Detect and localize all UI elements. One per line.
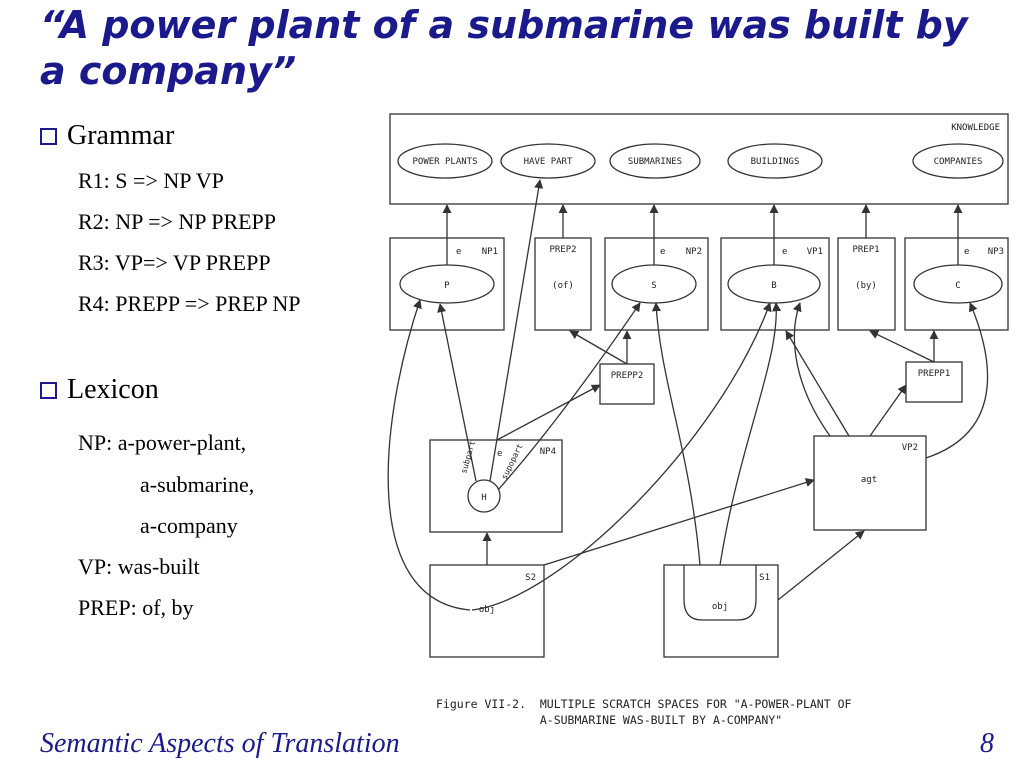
np1-tag: NP1 <box>482 247 498 257</box>
grammar-rule: R4: PREPP => PREP NP <box>78 291 301 316</box>
lexicon-heading: Lexicon <box>40 374 159 406</box>
lexicon-line: VP: was-built <box>78 554 200 579</box>
node-h-label: H <box>481 493 486 503</box>
concept-label: POWER PLANTS <box>412 157 477 167</box>
np4-e: e <box>497 449 502 459</box>
vp1-e: e <box>782 247 787 257</box>
page-number: 8 <box>980 728 994 759</box>
np4-box <box>429 439 563 533</box>
vp2-role: agt <box>861 475 877 485</box>
node-b-label: B <box>771 281 776 291</box>
np2-e: e <box>660 247 665 257</box>
lexicon-line: PREP: of, by <box>78 595 194 620</box>
s1-obj-loop <box>683 565 757 621</box>
prep1-word: (by) <box>855 281 877 291</box>
prep2-word: (of) <box>552 281 574 291</box>
square-bullet-icon <box>40 127 57 145</box>
lexicon-line: NP: a-power-plant, <box>78 430 247 455</box>
np3-box <box>904 237 1009 331</box>
prepp2-label: PREPP2 <box>611 371 644 381</box>
grammar-rule: R3: VP=> VP PREPP <box>78 250 271 275</box>
figure-caption: Figure VII-2. MULTIPLE SCRATCH SPACES FO… <box>436 696 996 728</box>
square-bullet-icon <box>40 381 57 399</box>
grammar-rule: R1: S => NP VP <box>78 168 224 193</box>
prep2-tag: PREP2 <box>549 245 576 255</box>
vp1-tag: VP1 <box>807 247 823 257</box>
np2-tag: NP2 <box>686 247 702 257</box>
np4-tag: NP4 <box>540 447 556 457</box>
concept-submarines <box>609 143 701 179</box>
prep1-tag: PREP1 <box>852 245 879 255</box>
prepp2-box <box>599 363 655 405</box>
concept-label: BUILDINGS <box>751 157 800 167</box>
concept-label: COMPANIES <box>934 157 983 167</box>
lexicon-heading-text: Lexicon <box>67 374 159 405</box>
caption-line: A-SUBMARINE WAS-BUILT BY A-COMPANY" <box>436 713 783 727</box>
lexicon-line: a-submarine, <box>140 472 255 497</box>
concept-have-part <box>500 143 596 179</box>
s2-tag: S2 <box>525 573 536 583</box>
slide-title: “A power plant of a submarine was built … <box>40 3 968 93</box>
node-c-label: C <box>955 281 960 291</box>
concept-buildings <box>727 143 823 179</box>
prepp1-label: PREPP1 <box>918 369 951 379</box>
node-p-label: P <box>444 281 450 291</box>
caption-line: Figure VII-2. MULTIPLE SCRATCH SPACES FO… <box>436 697 852 711</box>
subpart-label: subpart <box>459 439 477 474</box>
concept-companies <box>912 143 1004 179</box>
prepp1-box <box>905 361 963 403</box>
lexicon-line: a-company <box>140 513 238 538</box>
knowledge-box <box>389 113 1009 205</box>
np1-e: e <box>456 247 461 257</box>
concept-power-plants <box>397 143 493 179</box>
node-s-label: S <box>651 281 656 291</box>
concept-label: HAVE PART <box>524 157 573 167</box>
concept-label: SUBMARINES <box>628 157 682 167</box>
s2-role: obj <box>479 605 495 615</box>
node-h <box>467 479 501 513</box>
slide-footer: Semantic Aspects of Translation <box>40 728 400 759</box>
s1-role: obj <box>712 602 728 612</box>
knowledge-label: KNOWLEDGE <box>951 123 1000 133</box>
s1-box <box>663 564 779 658</box>
supopart-label: supopart <box>500 442 525 481</box>
s1-tag: S1 <box>759 573 770 583</box>
vp2-tag: VP2 <box>902 443 918 453</box>
grammar-heading-text: Grammar <box>67 120 175 151</box>
np3-tag: NP3 <box>988 247 1004 257</box>
grammar-heading: Grammar <box>40 120 174 152</box>
np2-box <box>604 237 709 331</box>
np3-e: e <box>964 247 969 257</box>
grammar-rule: R2: NP => NP PREPP <box>78 209 277 234</box>
